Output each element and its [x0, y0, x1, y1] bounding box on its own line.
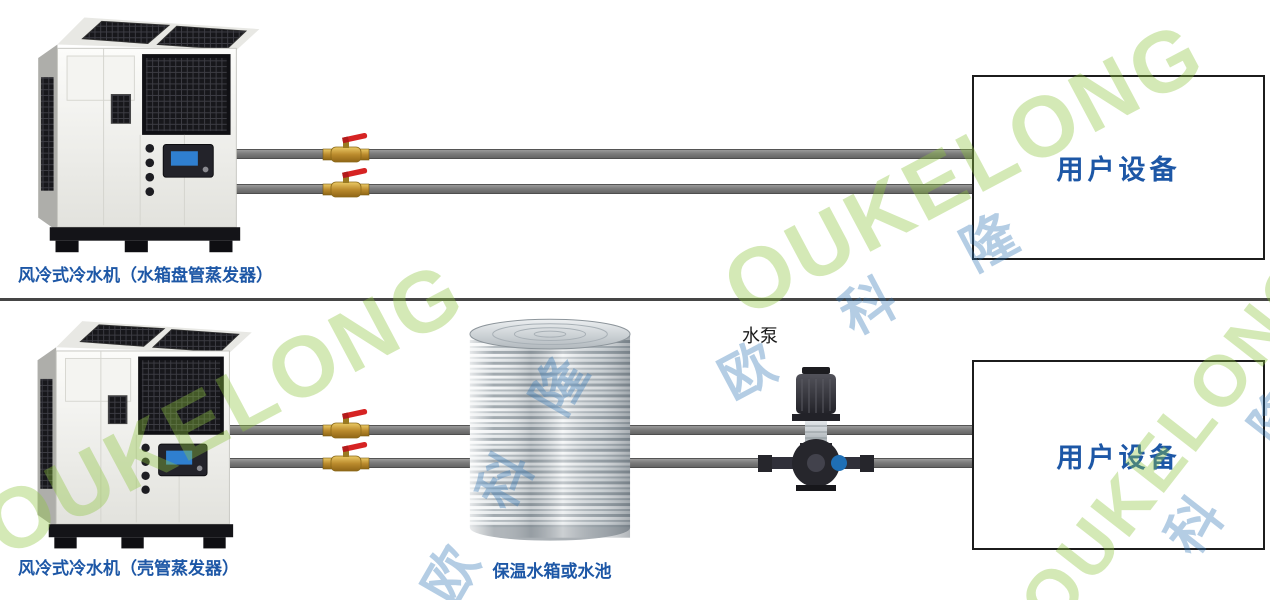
chiller-caption-top: 风冷式冷水机（水箱盘管蒸发器）	[18, 266, 273, 285]
ball-valve-icon-bottom-supply	[322, 404, 370, 440]
water-pump-illustration	[756, 367, 876, 491]
tank-caption: 保温水箱或水池	[492, 562, 612, 581]
return-pipe-top-diagram	[230, 184, 974, 194]
supply-pipe-top-diagram	[230, 149, 974, 159]
chiller-illustration-bottom	[28, 310, 252, 554]
section-divider	[0, 298, 1270, 301]
ball-valve-icon-bottom-return	[322, 437, 370, 473]
water-tank-illustration	[466, 310, 634, 548]
ball-valve-icon-top-supply	[322, 128, 370, 164]
chiller-caption-bottom: 风冷式冷水机（壳管蒸发器）	[18, 559, 239, 578]
user-equipment-box-bottom: 用户设备	[972, 360, 1265, 550]
ball-valve-icon-top-return	[322, 163, 370, 199]
pump-label: 水泵	[742, 326, 778, 346]
user-equipment-box-top: 用户设备	[972, 75, 1265, 260]
chiller-illustration-top	[28, 6, 260, 258]
user-equipment-label-top: 用户设备	[1056, 155, 1181, 185]
user-equipment-label-bottom: 用户设备	[1056, 442, 1181, 473]
